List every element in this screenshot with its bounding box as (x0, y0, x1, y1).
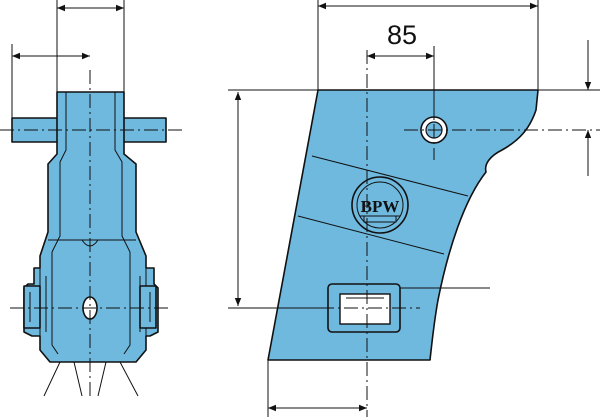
side-view-flange-right (139, 285, 157, 329)
side-view-body (23, 91, 159, 363)
dimension-label-85: 85 (387, 20, 417, 50)
front-view-slot (327, 283, 401, 333)
front-view-plate (267, 89, 539, 361)
logo-emblem: BPW (351, 176, 409, 234)
side-view-flange-left (23, 285, 41, 329)
side-view-legs (43, 361, 139, 397)
front-view-seam-upper (311, 155, 469, 197)
front-view-seam-lower (297, 215, 445, 255)
side-view (0, 0, 182, 400)
logo-text: BPW (361, 197, 400, 216)
front-view: BPW 85 (228, 0, 600, 417)
